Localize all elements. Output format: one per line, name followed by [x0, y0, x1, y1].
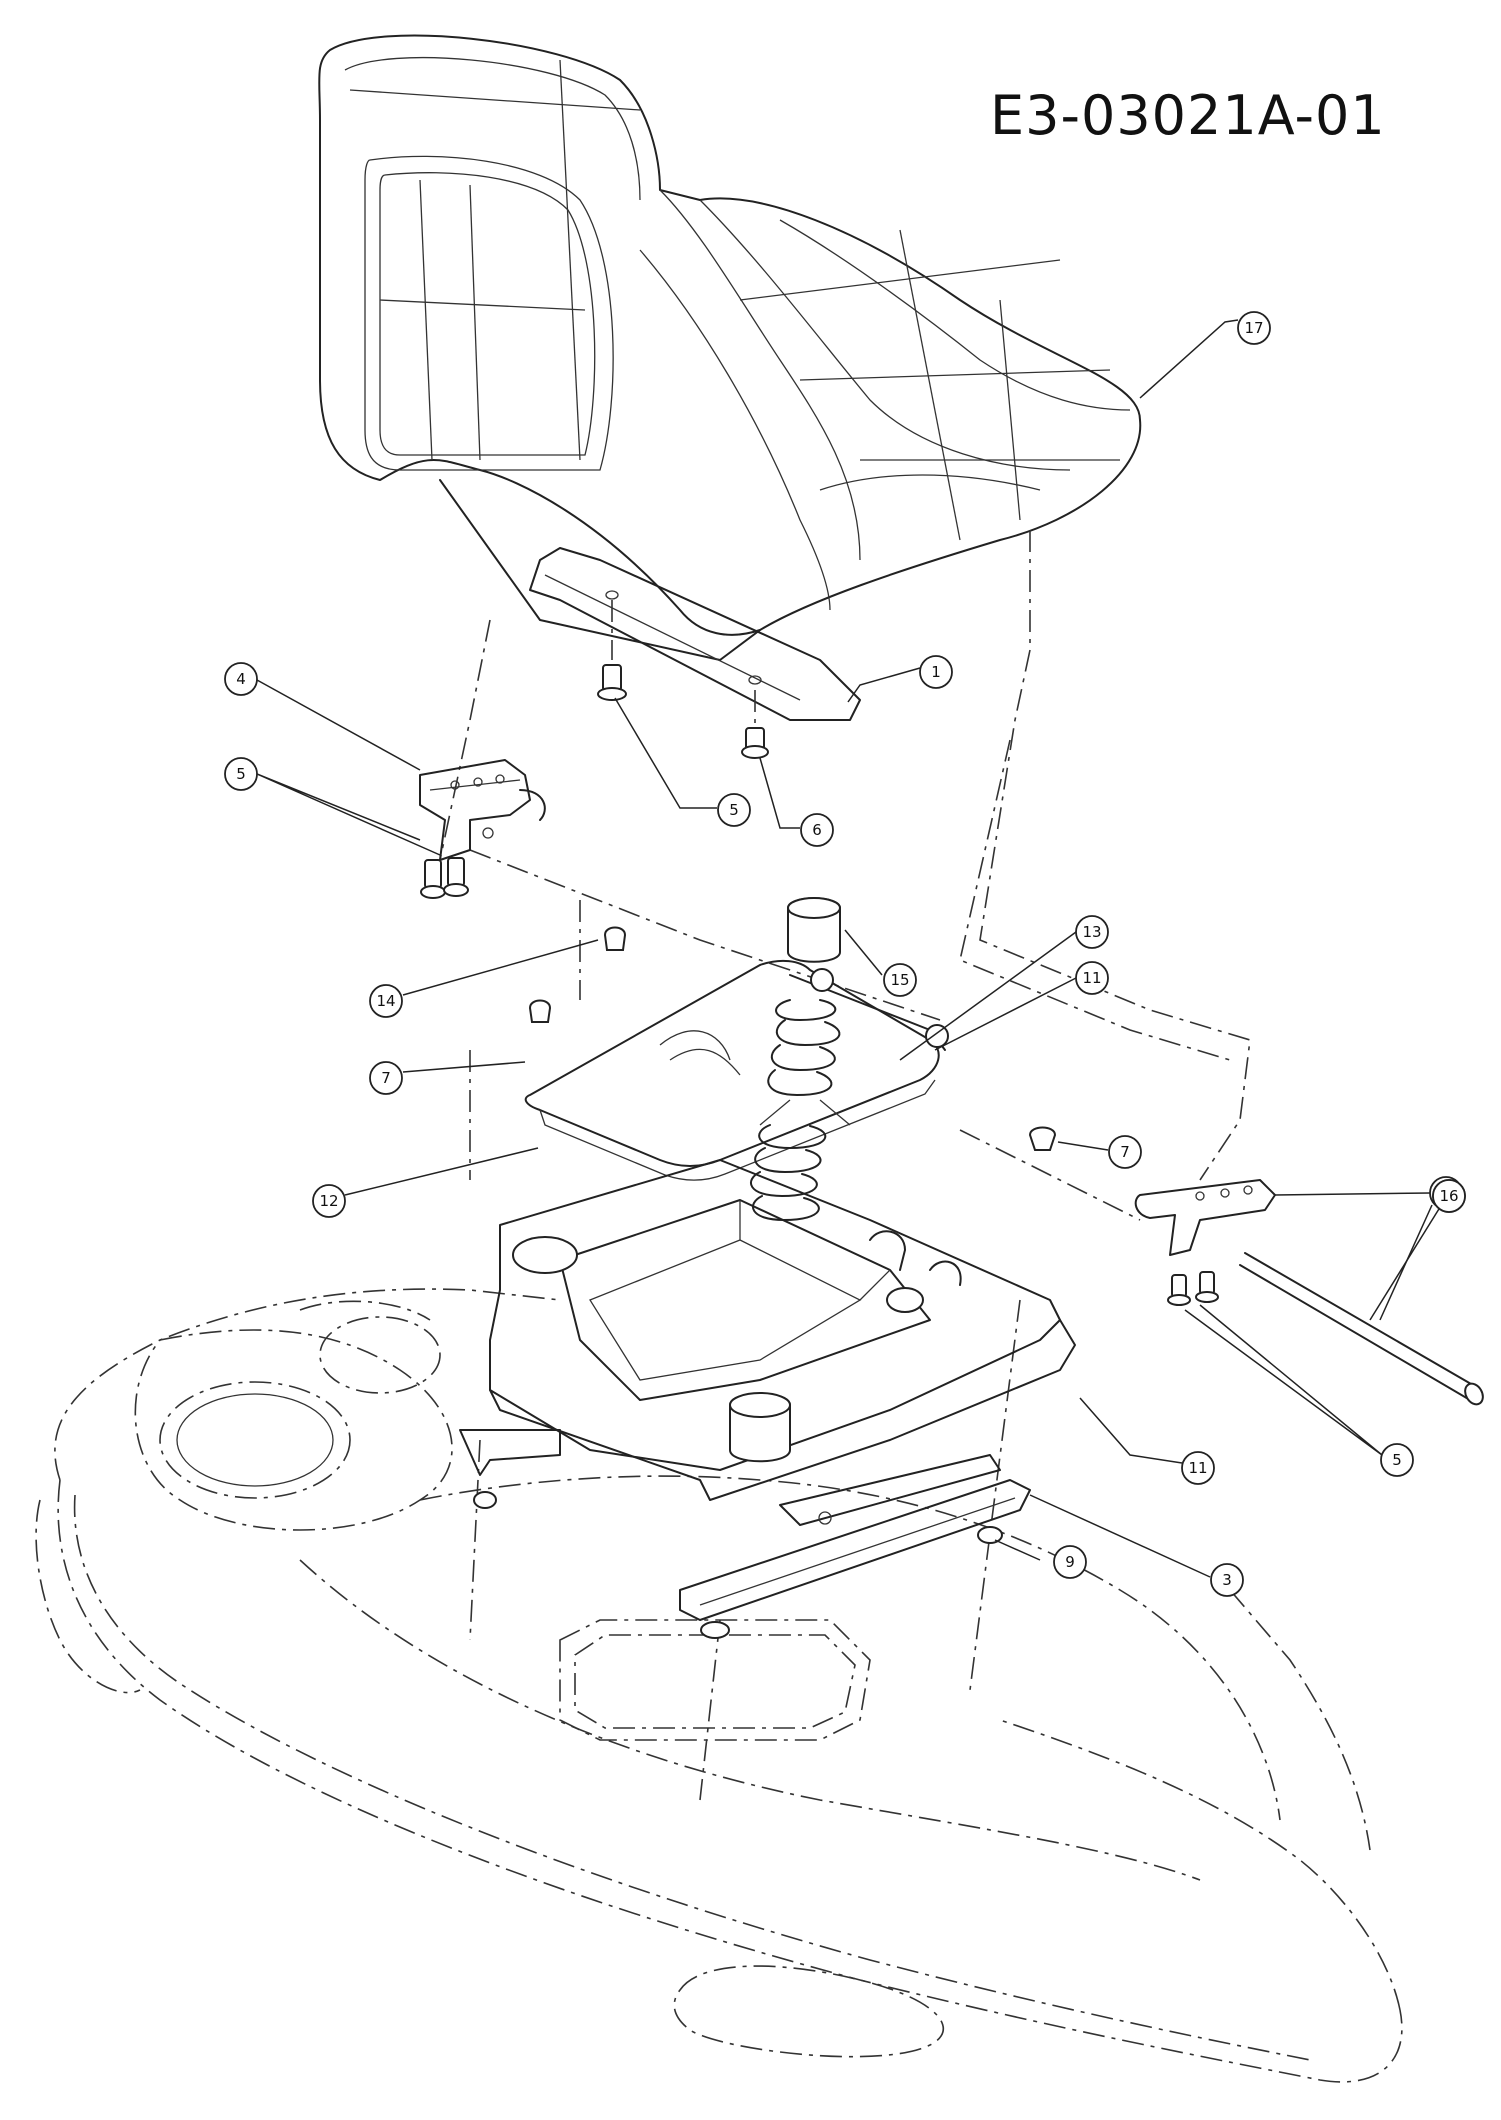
- svg-text:4: 4: [236, 670, 246, 688]
- callout-5-right: 5: [1380, 1443, 1414, 1477]
- callout-4-left: 4: [224, 662, 258, 696]
- seat-bolts: [597, 600, 769, 759]
- callout-11-hinge: 11: [1075, 961, 1109, 995]
- callout-14: 14: [369, 984, 403, 1018]
- callout-12: 12: [312, 1184, 346, 1218]
- drawing-code: E3-03021A-01: [990, 84, 1386, 147]
- svg-text:13: 13: [1082, 923, 1101, 941]
- callout-3: 3: [1210, 1563, 1244, 1597]
- svg-text:5: 5: [236, 765, 246, 783]
- svg-text:12: 12: [319, 1192, 338, 1210]
- svg-text:11: 11: [1082, 969, 1101, 987]
- hinge-bracket-left: [419, 759, 546, 899]
- svg-text:9: 9: [1065, 1553, 1075, 1571]
- svg-text:14: 14: [376, 992, 395, 1010]
- seat-spring: [750, 999, 851, 1221]
- callout-7-left: 7: [369, 1061, 403, 1095]
- callout-15: 15: [883, 963, 917, 997]
- callout-16-final: 16: [1379, 1179, 1466, 1321]
- seat-pan-lid: [524, 959, 940, 1181]
- svg-text:7: 7: [1120, 1143, 1130, 1161]
- callout-13: 13: [1075, 915, 1109, 949]
- pivot-rod: [1239, 1252, 1484, 1406]
- svg-text:3: 3: [1222, 1571, 1232, 1589]
- seat-cushion: [318, 34, 1142, 661]
- callout-6: 6: [800, 813, 834, 847]
- svg-text:5: 5: [729, 801, 739, 819]
- seat-switch-plunger: [787, 897, 841, 963]
- callout-leaders: [256, 319, 1448, 1578]
- assembly-centerlines: [439, 530, 1251, 1801]
- callout-5-seat: 5: [717, 793, 751, 827]
- svg-text:1: 1: [931, 663, 941, 681]
- seat-rails: [459, 1429, 1031, 1639]
- small-parts: [528, 926, 1057, 1151]
- svg-text:6: 6: [812, 821, 822, 839]
- callout-7-right: 7: [1108, 1135, 1142, 1169]
- seat-pan-base: [489, 1159, 1076, 1501]
- svg-text:7: 7: [381, 1069, 391, 1087]
- tractor-body-outline: [35, 1288, 1403, 2083]
- callout-5-left: 5: [224, 757, 258, 791]
- svg-text:17: 17: [1244, 319, 1263, 337]
- svg-text:5: 5: [1392, 1451, 1402, 1469]
- callouts: 17 1 4 5 5 6 13 15 14 11 7 7 12 4 11 5 9…: [224, 311, 1466, 1597]
- callout-1: 1: [919, 655, 953, 689]
- seat-mounting-plate: [529, 547, 861, 721]
- callout-9: 9: [1053, 1545, 1087, 1579]
- svg-text:11: 11: [1188, 1459, 1207, 1477]
- seat-hinge-rod: [789, 968, 949, 1051]
- callout-17: 17: [1237, 311, 1271, 345]
- svg-text:16: 16: [1439, 1187, 1458, 1205]
- svg-text:15: 15: [890, 971, 909, 989]
- callout-11-base: 11: [1181, 1451, 1215, 1485]
- hinge-bracket-right: [1134, 1179, 1276, 1306]
